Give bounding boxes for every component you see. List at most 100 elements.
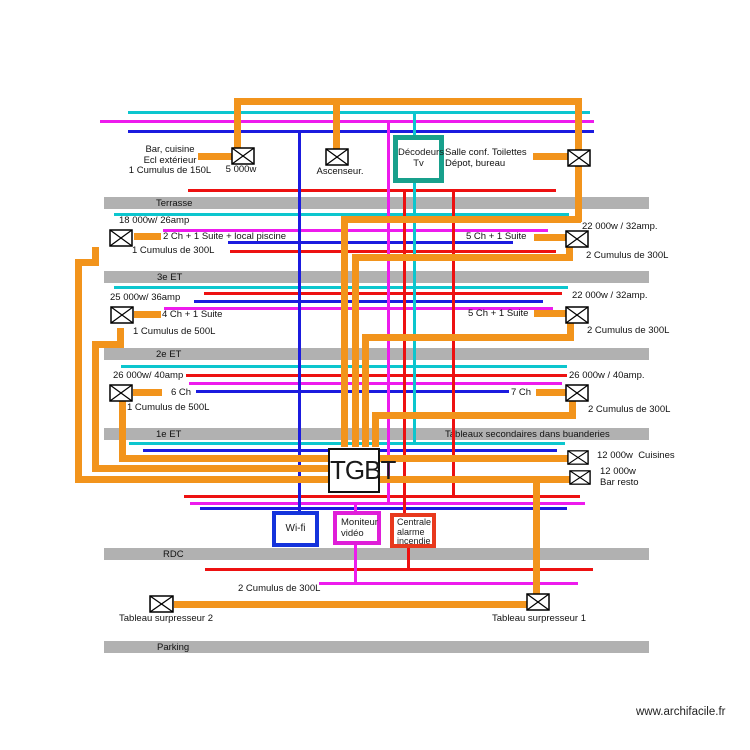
feeder-wire bbox=[117, 328, 124, 348]
feeder-wire bbox=[92, 341, 124, 348]
wire bbox=[387, 120, 390, 505]
wire bbox=[413, 111, 416, 445]
et2-right-power: 26 000w / 40amp. bbox=[569, 370, 645, 381]
wifi-label: Wi-fi bbox=[285, 523, 306, 534]
floor-note: Tableaux secondaires dans buanderies bbox=[445, 429, 610, 440]
top-feeder-label: Bar, cuisine Ecl extérieur 1 Cumulus de … bbox=[128, 144, 212, 176]
wire bbox=[194, 300, 543, 303]
et3-right-cumulus: 2 Cumulus de 300L bbox=[587, 325, 670, 336]
wire bbox=[407, 547, 410, 570]
feeder-wire bbox=[134, 233, 161, 240]
board-symbol-ascenseur[interactable] bbox=[325, 148, 349, 166]
et2-right-circuit: 7 Ch bbox=[511, 387, 532, 398]
feeder-wire bbox=[569, 401, 576, 419]
feeder-wire bbox=[237, 98, 581, 105]
feeder-wire bbox=[198, 153, 233, 160]
feeder-wire bbox=[92, 341, 99, 472]
feeder-wire bbox=[372, 412, 379, 447]
et3-left-power: 25 000w/ 36amp bbox=[110, 292, 181, 303]
board-symbol-3e-right[interactable] bbox=[565, 306, 589, 324]
board-symbol-surpresseur2[interactable] bbox=[149, 595, 174, 613]
floor-label: 2e ET bbox=[156, 349, 182, 360]
board-symbol-3e-left[interactable] bbox=[110, 306, 134, 324]
board-symbol-5000w[interactable] bbox=[231, 147, 255, 165]
ascenseur-label: Ascenseur. bbox=[316, 166, 364, 177]
archifacile-watermark: www.archifacile.fr bbox=[636, 706, 726, 718]
wire bbox=[128, 111, 590, 114]
floor-label: RDC bbox=[163, 549, 184, 560]
feeder-wire bbox=[92, 247, 99, 266]
cuisines-label: 12 000w Cuisines bbox=[597, 450, 675, 461]
terrasse-right-circuit: 5 Ch + 1 Suite bbox=[466, 231, 527, 242]
power-5000w-label: 5 000w bbox=[225, 164, 257, 175]
moniteur-video-box[interactable]: Moniteur vidéo bbox=[333, 511, 381, 545]
wire bbox=[184, 495, 580, 498]
terrasse-right-cumulus: 2 Cumulus de 300L bbox=[586, 250, 669, 261]
wire bbox=[188, 189, 556, 192]
decodeurs-tv-box[interactable]: Décodeurs Tv bbox=[393, 135, 444, 183]
feeder-wire bbox=[75, 259, 82, 483]
feeder-wire bbox=[341, 216, 581, 223]
floor-bar-2e: 2e ET bbox=[104, 348, 649, 360]
floor-label: 3e ET bbox=[157, 272, 183, 283]
wire bbox=[403, 189, 406, 513]
wire bbox=[452, 189, 455, 498]
wire bbox=[200, 507, 567, 510]
board-symbol-2e-right[interactable] bbox=[565, 384, 589, 402]
wire bbox=[354, 545, 357, 585]
wire bbox=[186, 374, 567, 377]
feeder-wire bbox=[567, 323, 574, 341]
et2-left-circuit: 6 Ch bbox=[171, 387, 192, 398]
board-symbol-bar-resto[interactable] bbox=[569, 470, 591, 485]
feeder-wire bbox=[362, 334, 369, 447]
wire bbox=[189, 382, 562, 385]
salle-conf-label: Salle conf. Toilettes Dépot, bureau bbox=[445, 147, 527, 169]
wire bbox=[228, 241, 513, 244]
feeder-wire bbox=[133, 389, 162, 396]
feeder-wire bbox=[341, 216, 348, 447]
feeder-wire bbox=[533, 153, 569, 160]
et2-left-cumulus: 1 Cumulus de 500L bbox=[127, 402, 210, 413]
wire bbox=[354, 502, 357, 513]
feeder-wire bbox=[534, 310, 566, 317]
tgbt-label: TGBT bbox=[330, 455, 396, 485]
feeder-wire bbox=[234, 98, 241, 150]
et3-right-circuit: 5 Ch + 1 Suite bbox=[468, 308, 529, 319]
board-symbol-cuisines[interactable] bbox=[567, 450, 589, 465]
et3-left-circuit: 4 Ch + 1 Suite bbox=[162, 309, 223, 320]
feeder-wire bbox=[534, 234, 567, 241]
terrasse-left-cumulus: 1 Cumulus de 300L bbox=[132, 245, 215, 256]
rdc-cumulus-label: 2 Cumulus de 300L bbox=[238, 583, 321, 594]
wifi-box[interactable]: Wi-fi bbox=[272, 511, 319, 547]
feeder-wire bbox=[92, 465, 332, 472]
decodeurs-label: Décodeurs bbox=[398, 147, 444, 158]
wire bbox=[163, 229, 548, 232]
board-symbol-salle-conf[interactable] bbox=[567, 149, 591, 167]
centrale-alarme-box[interactable]: Centrale alarme incendie bbox=[390, 513, 436, 548]
board-symbol-surpresseur1[interactable] bbox=[526, 593, 550, 611]
wire bbox=[298, 130, 301, 512]
wire bbox=[230, 250, 556, 253]
wire bbox=[128, 130, 594, 133]
feeder-wire bbox=[352, 254, 359, 447]
board-symbol-terrasse-right[interactable] bbox=[565, 230, 589, 248]
feeder-wire bbox=[533, 480, 540, 596]
tgbt-box[interactable]: TGBT bbox=[328, 448, 396, 493]
terrasse-left-power: 18 000w/ 26amp bbox=[119, 215, 190, 226]
wire bbox=[204, 292, 562, 295]
feeder-wire bbox=[75, 476, 573, 483]
surpresseur2-label: Tableau surpresseur 2 bbox=[119, 613, 213, 624]
wire bbox=[114, 213, 569, 216]
floor-label: 1e ET bbox=[156, 429, 182, 440]
feeder-wire bbox=[75, 259, 99, 266]
board-symbol-2e-left[interactable] bbox=[109, 384, 133, 402]
bar-resto-label: 12 000w Bar resto bbox=[600, 466, 639, 488]
board-symbol-terrasse-left[interactable] bbox=[109, 229, 133, 247]
floor-bar-3e: 3e ET bbox=[104, 271, 649, 283]
floor-label: Terrasse bbox=[156, 198, 193, 209]
floor-label: Parking bbox=[157, 642, 190, 653]
feeder-wire bbox=[174, 601, 527, 608]
feeder-wire bbox=[333, 98, 340, 150]
et2-left-power: 26 000w/ 40amp bbox=[113, 370, 184, 381]
